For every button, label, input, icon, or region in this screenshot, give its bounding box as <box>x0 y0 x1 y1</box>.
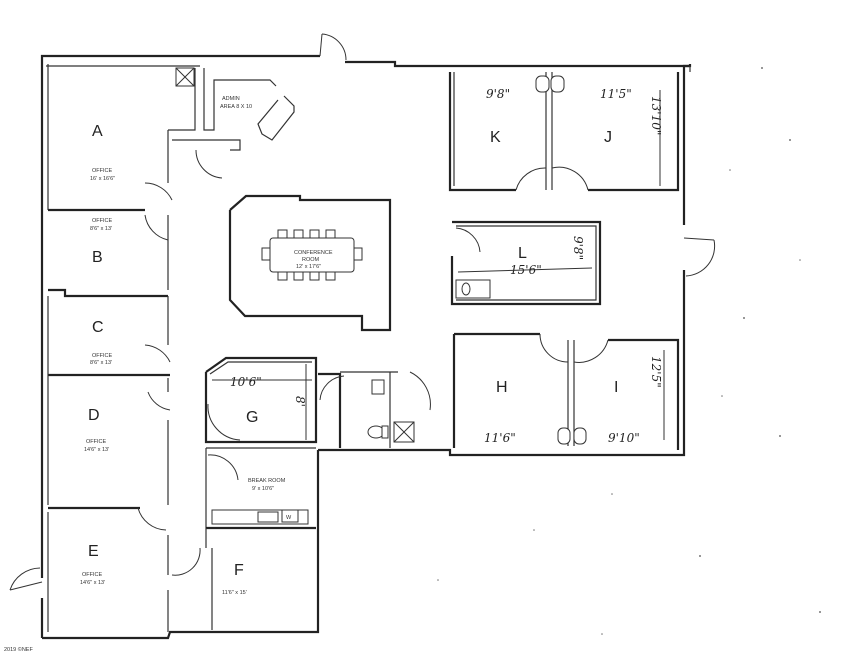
admin-title: ADMIN <box>222 96 240 102</box>
room-letters: A B C D E F G H I J K L <box>88 123 618 579</box>
break-room-size: 9' x 10'6" <box>252 486 274 492</box>
conference-title: CONFERENCE <box>294 250 333 256</box>
room-letter-k: K <box>490 129 501 146</box>
scan-noise <box>437 67 821 635</box>
room-letter-i: I <box>614 379 618 396</box>
break-room-title: BREAK ROOM <box>248 478 286 484</box>
office-f-size: 11'6" x 15' <box>222 590 247 596</box>
offices-h-i <box>452 332 680 450</box>
office-g <box>204 356 318 444</box>
break-room <box>205 447 316 530</box>
entry-door-top <box>319 33 347 61</box>
dim-g-depth: 8' <box>293 396 307 407</box>
conference-room-label: ROOM <box>302 257 320 263</box>
outer-walls <box>40 54 692 640</box>
room-letter-j: J <box>604 129 612 146</box>
dim-i-depth: 12'5" <box>649 356 663 388</box>
room-letter-d: D <box>88 407 100 424</box>
office-d-size: 14'6" x 13' <box>84 447 109 453</box>
office-a-label: OFFICE <box>92 168 112 174</box>
admin-area <box>172 67 295 179</box>
room-letter-b: B <box>92 249 103 266</box>
washer-mark: W <box>286 515 292 521</box>
handwritten-dimensions: 9'8" 11'5" 13'10" 15'6" 9'8" 10'6" 8' 11… <box>212 87 665 445</box>
dim-i-width: 9'10" <box>608 431 640 445</box>
admin-size: AREA 8 X 10 <box>220 104 252 110</box>
entry-door-left <box>9 567 43 591</box>
dim-h-width: 11'6" <box>484 431 516 445</box>
offices-k-j <box>448 72 680 192</box>
dim-g-width: 10'6" <box>230 375 262 389</box>
office-b-size: 8'6" x 13' <box>90 226 112 232</box>
room-letter-f: F <box>234 562 244 579</box>
conference-chairs <box>261 229 363 281</box>
office-a-size: 16' x 16'6" <box>90 176 115 182</box>
office-e-label: OFFICE <box>82 572 102 578</box>
dim-j-width: 11'5" <box>600 87 632 101</box>
room-letter-e: E <box>88 543 99 560</box>
room-letter-l: L <box>518 245 527 262</box>
office-d-label: OFFICE <box>86 439 106 445</box>
room-letter-a: A <box>92 123 103 140</box>
office-e-size: 14'6" x 13' <box>80 580 105 586</box>
dim-j-depth: 13'10" <box>649 96 663 135</box>
office-c-size: 8'6" x 13' <box>90 360 112 366</box>
office-l <box>450 220 602 306</box>
conference-size: 12' x 17'6" <box>296 264 321 270</box>
room-captions: OFFICE 16' x 16'6" OFFICE 8'6" x 13' OFF… <box>80 96 333 596</box>
room-letter-c: C <box>92 319 104 336</box>
restrooms <box>318 371 431 448</box>
dim-k-width: 9'8" <box>486 87 510 101</box>
entry-door-right <box>683 237 716 277</box>
office-f <box>205 528 213 630</box>
office-b-label: OFFICE <box>92 218 112 224</box>
conference-room <box>228 194 392 332</box>
left-offices <box>47 68 201 632</box>
footer-mark: 2019 ©NEF <box>4 646 33 653</box>
dim-l-depth: 9'8" <box>571 236 585 260</box>
room-letter-h: H <box>496 379 508 396</box>
office-c-label: OFFICE <box>92 353 112 359</box>
room-letter-g: G <box>246 409 258 426</box>
